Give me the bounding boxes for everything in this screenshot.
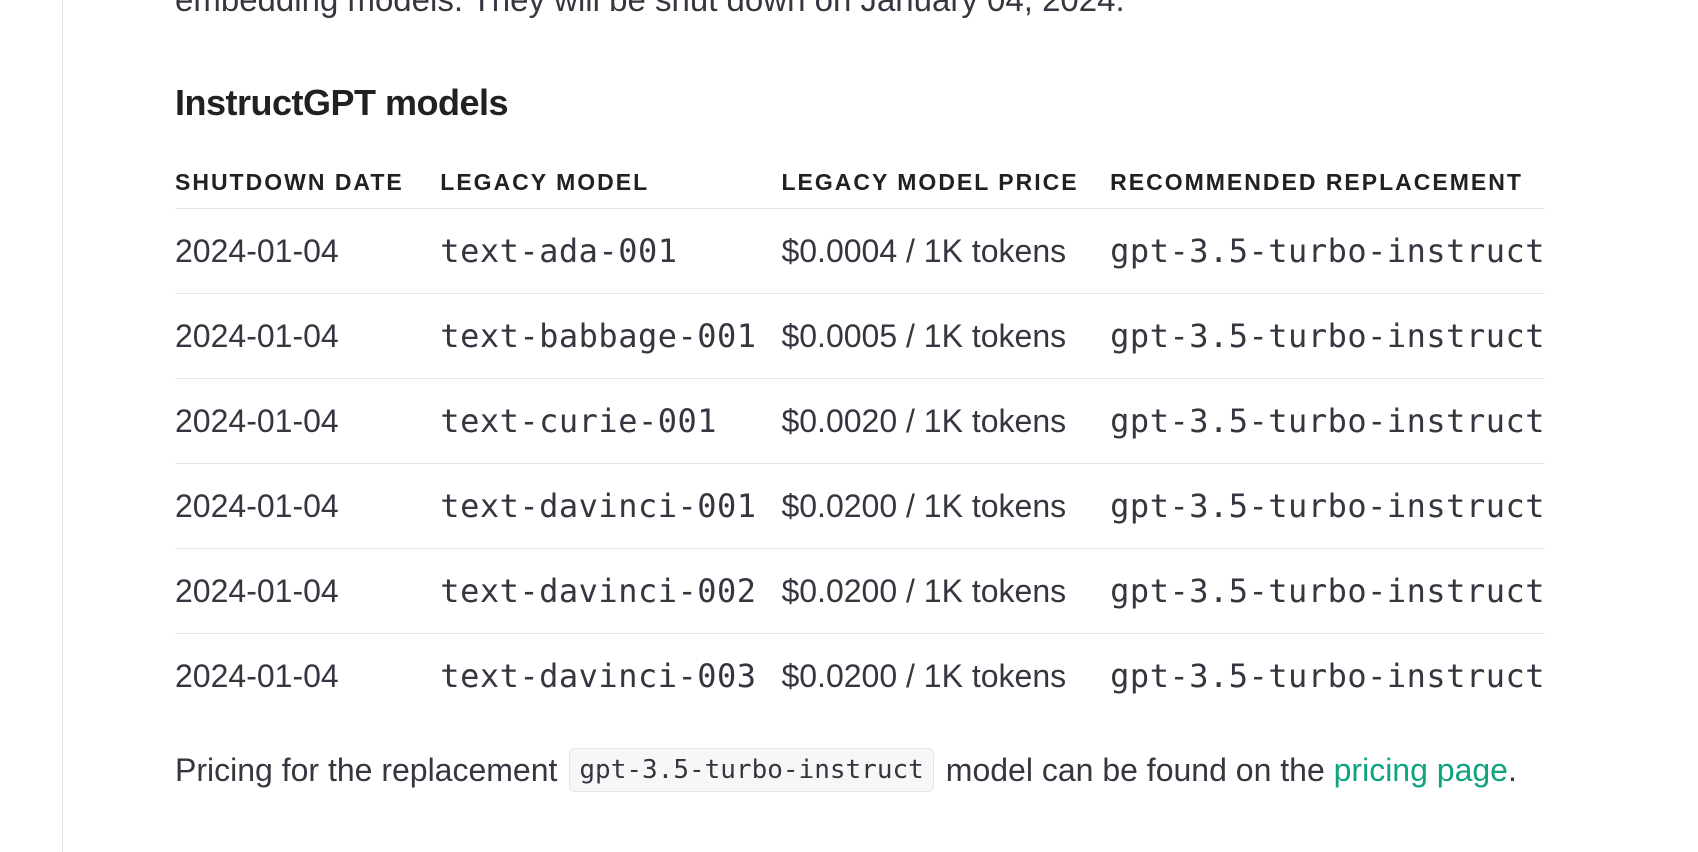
pricing-note-suffix: . <box>1507 751 1517 788</box>
table-row: 2024-01-04 text-davinci-002 $0.0200 / 1K… <box>175 548 1545 634</box>
cell-replacement: gpt-3.5-turbo-instruct <box>1110 548 1545 634</box>
intro-paragraph: embedding models. They will be shut down… <box>175 0 1125 20</box>
cell-shutdown-date: 2024-01-04 <box>175 208 441 294</box>
cell-price: $0.0200 / 1K tokens <box>781 463 1111 549</box>
table-row: 2024-01-04 text-davinci-001 $0.0200 / 1K… <box>175 463 1545 549</box>
table-row: 2024-01-04 text-davinci-003 $0.0200 / 1K… <box>175 634 1545 719</box>
cell-replacement: gpt-3.5-turbo-instruct <box>1110 463 1545 549</box>
cell-shutdown-date: 2024-01-04 <box>175 548 441 634</box>
cell-price: $0.0200 / 1K tokens <box>781 657 1067 694</box>
cell-price: $0.0005 / 1K tokens <box>781 293 1111 379</box>
cell-legacy-model: text-curie-001 <box>440 378 782 464</box>
table-row: 2024-01-04 text-babbage-001 $0.0005 / 1K… <box>175 293 1545 379</box>
cell-legacy-model: text-davinci-003 <box>440 657 757 695</box>
cell-legacy-model: text-davinci-001 <box>440 463 782 549</box>
column-header-shutdown-date: SHUTDOWN DATE <box>175 164 441 209</box>
cell-legacy-model: text-davinci-002 <box>440 548 782 634</box>
table-header-row: SHUTDOWN DATE LEGACY MODEL LEGACY MODEL … <box>175 164 1545 209</box>
cell-price: $0.0004 / 1K tokens <box>781 208 1111 294</box>
cell-shutdown-date: 2024-01-04 <box>175 657 339 694</box>
table-row: 2024-01-04 text-curie-001 $0.0020 / 1K t… <box>175 378 1545 464</box>
pricing-note: Pricing for the replacement gpt-3.5-turb… <box>175 748 1517 792</box>
cell-legacy-model: text-ada-001 <box>440 208 782 294</box>
column-header-recommended-replacement: RECOMMENDED REPLACEMENT <box>1110 164 1545 209</box>
cell-price: $0.0200 / 1K tokens <box>781 548 1111 634</box>
cell-price: $0.0020 / 1K tokens <box>781 378 1111 464</box>
column-header-legacy-model: LEGACY MODEL <box>440 164 782 209</box>
cell-shutdown-date: 2024-01-04 <box>175 293 441 379</box>
pricing-page-link[interactable]: pricing page <box>1333 751 1508 788</box>
sidebar-divider <box>62 0 63 852</box>
column-header-legacy-model-price: LEGACY MODEL PRICE <box>781 164 1111 209</box>
pricing-note-middle: model can be found on the <box>945 751 1325 788</box>
cell-replacement: gpt-3.5-turbo-instruct <box>1110 293 1545 379</box>
cell-replacement: gpt-3.5-turbo-instruct <box>1110 657 1545 695</box>
cell-legacy-model: text-babbage-001 <box>440 293 782 379</box>
pricing-note-prefix: Pricing for the replacement <box>175 751 558 788</box>
cell-replacement: gpt-3.5-turbo-instruct <box>1110 208 1545 294</box>
cell-replacement: gpt-3.5-turbo-instruct <box>1110 378 1545 464</box>
models-table: SHUTDOWN DATE LEGACY MODEL LEGACY MODEL … <box>175 164 1545 718</box>
cell-shutdown-date: 2024-01-04 <box>175 378 441 464</box>
section-title: InstructGPT models <box>175 82 509 123</box>
table-row: 2024-01-04 text-ada-001 $0.0004 / 1K tok… <box>175 208 1545 294</box>
cell-shutdown-date: 2024-01-04 <box>175 463 441 549</box>
inline-code-model: gpt-3.5-turbo-instruct <box>569 748 934 792</box>
